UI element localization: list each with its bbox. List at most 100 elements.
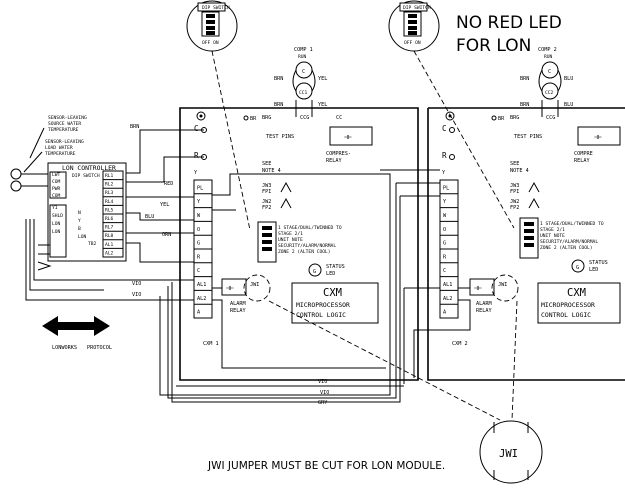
lon-right-term: RL3	[105, 190, 114, 196]
svg-text:CCG: CCG	[300, 115, 309, 121]
svg-text:BR: BR	[250, 116, 257, 122]
svg-text:VIO: VIO	[132, 292, 141, 298]
sensor-source-icon	[10, 168, 22, 180]
lon-right-term: RL7	[105, 225, 114, 231]
lon-right-term: AL1	[105, 242, 114, 248]
lon-controller-subtitle: DIP SWITCH	[72, 173, 100, 179]
svg-text:VIO: VIO	[320, 390, 329, 396]
sensor-load-icon	[10, 180, 22, 192]
terminal-o: O	[443, 227, 446, 233]
lon-left-term: LON	[52, 229, 61, 235]
svg-text:YEL: YEL	[318, 76, 327, 82]
dip-switch-callout-1: DIP SWITCH OFF ON	[186, 0, 251, 231]
cxm-board-1: C R Y COMP 1 RUN C CC1 BRN YEL BRN YEL B…	[179, 47, 419, 381]
comp1-label: COMP 1	[294, 47, 313, 53]
comp2-label: COMP 2	[538, 47, 557, 53]
svg-text:BLU: BLU	[145, 214, 154, 220]
svg-text:RUN: RUN	[544, 54, 553, 60]
svg-text:R: R	[194, 151, 199, 160]
svg-text:⊣⊢: ⊣⊢	[344, 133, 352, 141]
terminal-pl: PL	[197, 185, 203, 191]
svg-text:C: C	[442, 124, 447, 133]
lon-right-term: RL2	[105, 182, 114, 188]
cxm2-name: CXM 2	[452, 341, 468, 347]
lon-left-term: PWR	[52, 186, 61, 192]
svg-text:RUN: RUN	[298, 54, 307, 60]
lon-controller-title: LON CONTROLLER	[62, 164, 116, 172]
svg-text:G: G	[576, 265, 579, 271]
svg-text:Y: Y	[194, 170, 198, 176]
terminal-r: R	[443, 254, 447, 260]
svg-text:CC2: CC2	[545, 90, 554, 96]
svg-text:TEST PINS: TEST PINS	[514, 134, 542, 140]
terminal-al1: AL1	[197, 282, 206, 288]
svg-text:DIP SWITCH: DIP SWITCH	[403, 5, 431, 11]
lon-left-term: SHLD	[52, 213, 63, 219]
lon-right-term: RL8	[105, 233, 114, 239]
dip-callout-offon: OFF ON	[202, 40, 219, 46]
terminal-pl: PL	[443, 185, 449, 191]
terminal-al1: AL1	[443, 282, 452, 288]
lon-right-term: AL2	[105, 250, 114, 256]
svg-text:JWI: JWI	[498, 282, 507, 288]
svg-text:YEL: YEL	[160, 202, 169, 208]
svg-text:ORN: ORN	[162, 232, 171, 238]
svg-text:⊣⊢: ⊣⊢	[594, 133, 602, 141]
status-led-2-icon	[571, 259, 585, 273]
terminal-r: R	[197, 254, 201, 260]
cxm-board-2: C R Y COMP 2 RUN C CC2 BRN BLU BRN BLU B…	[427, 47, 625, 381]
svg-text:VIO: VIO	[132, 281, 141, 287]
jwi-circle-label: JWI	[499, 448, 518, 460]
svg-text:BR: BR	[498, 116, 505, 122]
svg-text:JWI: JWI	[250, 282, 259, 288]
terminal-o: O	[197, 227, 200, 233]
svg-text:RED: RED	[164, 181, 173, 187]
svg-text:BRN: BRN	[274, 102, 283, 108]
lon-mid-label: LON	[78, 234, 87, 240]
terminal-al2: AL2	[197, 296, 206, 302]
terminal-a: A	[443, 310, 447, 316]
lon-left-term: LWT	[52, 172, 61, 178]
svg-text:BRN: BRN	[520, 76, 529, 82]
svg-text:C: C	[194, 124, 199, 133]
svg-text:C: C	[548, 69, 551, 75]
lon-right-term: RL5	[105, 207, 114, 213]
svg-text:BRN: BRN	[274, 76, 283, 82]
svg-text:BRG: BRG	[262, 115, 271, 121]
jwi-callout: JWI JWI JUMPER MUST BE CUT FOR LON MODUL…	[207, 300, 543, 484]
compressor-2: COMP 2 RUN C CC2 BRN BLU BRN BLU	[520, 47, 573, 117]
svg-text:CC: CC	[336, 115, 342, 121]
terminal-y: Y	[443, 199, 447, 205]
svg-text:COMPRES-RELAY: COMPRES-RELAY	[326, 151, 351, 164]
terminal-c: C	[197, 268, 200, 274]
lon-mid-label: Y	[78, 218, 81, 224]
terminal-y: Y	[197, 199, 201, 205]
svg-text:R: R	[442, 151, 447, 160]
svg-text:CXM: CXM	[323, 287, 342, 299]
lon-left-term: LON	[52, 221, 61, 227]
dip-switch-callout-2: DIP SWITCH OFF ON	[388, 0, 515, 229]
svg-text:TEST PINS: TEST PINS	[266, 134, 294, 140]
svg-text:TB2: TB2	[88, 241, 97, 247]
svg-text:OFF ON: OFF ON	[404, 40, 421, 46]
svg-text:BRN: BRN	[520, 102, 529, 108]
terminal-a: A	[197, 310, 201, 316]
svg-text:BLU: BLU	[564, 102, 573, 108]
no-red-led-callout: NO RED LED FOR LON	[456, 13, 567, 56]
svg-text:CC1: CC1	[299, 90, 308, 96]
compressor-1: COMP 1 RUN C CC1 BRN YEL BRN YEL	[274, 47, 327, 117]
svg-text:G: G	[313, 269, 316, 275]
